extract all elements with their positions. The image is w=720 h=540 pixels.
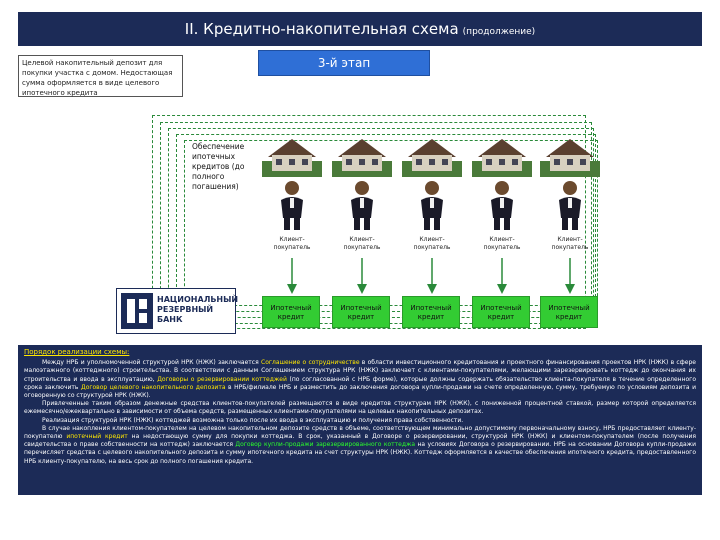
procedure-heading: Порядок реализации схемы: [24,348,130,356]
procedure-panel: Порядок реализации схемы: Между НРБ и уп… [18,345,702,495]
highlight-term: Договор купли-продажи зарезервированного… [235,441,416,449]
mortgage-credit-box: Ипотечный кредит [402,296,460,328]
highlight-term: Договоры о резервировании коттеджей [157,375,287,383]
house-icon [402,135,462,177]
house-icon [262,135,322,177]
down-arrow-icon [565,258,575,294]
mortgage-credit-box: Ипотечный кредит [472,296,530,328]
client-label: Клиент-покупатель [551,236,589,251]
client-icon [347,180,377,230]
down-arrow-icon [497,258,507,294]
client-label: Клиент-покупатель [273,236,311,251]
client-icon [555,180,585,230]
client-icon [277,180,307,230]
down-arrow-icon [287,258,297,294]
procedure-paragraph: Привлеченные таким образом денежные сред… [24,400,696,416]
highlight-term: ипотечный кредит [66,433,128,441]
page-subtitle: (продолжение) [462,27,536,37]
logo-line-2: РЕЗЕРВНЫЙ [157,305,214,314]
client-label: Клиент-покупатель [413,236,451,251]
procedure-text: Между НРБ и уполномоченной структурой НР… [24,359,696,466]
client-label: Клиент-покупатель [483,236,521,251]
highlight-term: Договор целевого накопительного депозита [81,383,226,391]
house-icon [472,135,532,177]
title-bar: II. Кредитно-накопительная схема(продолж… [18,12,702,46]
logo-line-1: НАЦИОНАЛЬНЫЙ [157,295,239,304]
deposit-note: Целевой накопительный депозит для покупк… [18,55,183,97]
client-icon [417,180,447,230]
client-icon [487,180,517,230]
mortgage-credit-box: Ипотечный кредит [332,296,390,328]
procedure-paragraph: Реализация структурой НРК (НЖК) коттедже… [42,416,464,424]
collateral-note: Обеспечение ипотечных кредитов (до полно… [192,142,245,191]
logo-line-3: БАНК [157,315,183,324]
procedure-paragraph: Между НРБ и уполномоченной структурой НР… [24,359,697,400]
frame-5 [184,140,598,306]
stage-box: 3-й этап [258,50,430,76]
bank-logo: НАЦИОНАЛЬНЫЙ РЕЗЕРВНЫЙ БАНК [116,288,239,334]
page-title: II. Кредитно-накопительная схема [184,20,459,38]
procedure-paragraph: В случае накопления клиентом-покупателем… [24,424,697,465]
bank-logo-icon [121,293,153,329]
down-arrow-icon [357,258,367,294]
frame-1 [152,115,586,329]
highlight-term: Соглашение о сотрудничестве [261,359,360,367]
house-icon [540,135,600,177]
house-icon [332,135,392,177]
client-label: Клиент-покупатель [343,236,381,251]
down-arrow-icon [427,258,437,294]
mortgage-credit-box: Ипотечный кредит [262,296,320,328]
mortgage-credit-box: Ипотечный кредит [540,296,598,328]
